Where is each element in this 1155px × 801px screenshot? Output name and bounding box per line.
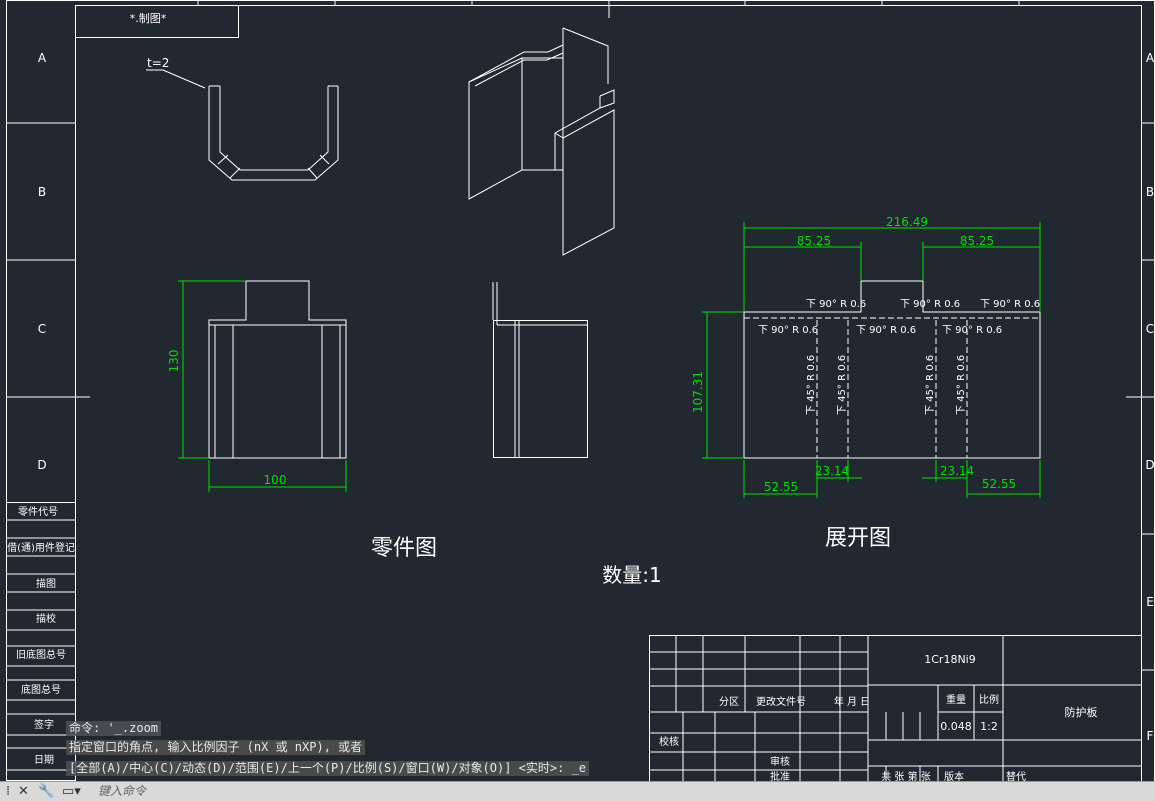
label-old-drawing-no: 旧底图总号	[16, 648, 66, 661]
bend-note-3: 下 90° R 0.6	[980, 299, 1040, 310]
dim-flat-bottom-left: 52.55	[764, 480, 798, 494]
dim-flat-total: 216.49	[886, 215, 928, 229]
col-zone: 分区	[719, 696, 739, 708]
wrench-icon[interactable]: 🔧	[38, 784, 55, 799]
command-input[interactable]: 键入命令	[98, 784, 147, 798]
row-replace: 替代	[1006, 770, 1026, 783]
row-label-b-left: B	[38, 185, 46, 199]
part-view-title: 零件图	[371, 536, 437, 561]
label-date: 日期	[34, 754, 54, 766]
command-history-1: 命令: '_.zoom	[66, 721, 162, 736]
close-icon[interactable]: ✕	[18, 784, 29, 799]
row-label-d-left: D	[37, 458, 46, 472]
bend-note-8: 下 45° R 0.6	[837, 355, 848, 415]
bend-note-7: 下 45° R 0.6	[806, 355, 817, 415]
frame-border	[75, 5, 1142, 782]
command-line-bar: ⁞ ✕ 🔧 ▭▾ 键入命令	[0, 781, 1155, 801]
row-review: 审核	[770, 755, 790, 768]
isometric-view	[468, 27, 615, 256]
dim-flat-left-top: 85.25	[797, 234, 831, 248]
header-block	[75, 5, 239, 38]
section-view	[146, 69, 339, 181]
bend-note-6: 下 90° R 0.6	[942, 325, 1002, 336]
weight-value: 0.048	[940, 720, 972, 733]
quantity-note: 数量:1	[602, 563, 661, 587]
row-label-d-right: D	[1145, 458, 1154, 472]
label-part-code: 零件代号	[18, 506, 58, 518]
grip-icon[interactable]: ⁞	[6, 784, 11, 799]
bend-note-1: 下 90° R 0.6	[806, 299, 866, 310]
part-name-text: 防护板	[1065, 705, 1098, 719]
bend-note-4: 下 90° R 0.6	[758, 325, 818, 336]
label-ref-registration: 借(通)用件登记	[7, 541, 75, 554]
row-label-a-right: A	[1146, 51, 1155, 65]
flat-view-title: 展开图	[825, 526, 891, 551]
header-text: *.制图*	[130, 12, 167, 25]
row-check: 校核	[659, 735, 679, 748]
thickness-note: t=2	[147, 56, 169, 70]
dim-flat-bottom-mid-left: 23.14	[815, 464, 849, 478]
bend-note-9: 下 45° R 0.6	[925, 355, 936, 415]
row-label-e-right: E	[1146, 595, 1154, 609]
row-approve: 批准	[770, 770, 790, 783]
row-revision: 版本	[944, 770, 964, 783]
weight-label: 重量	[946, 693, 966, 706]
label-trace-check: 描校	[36, 612, 56, 625]
row-label-c-right: C	[1146, 322, 1154, 336]
label-base-drawing-no: 底图总号	[21, 683, 61, 696]
dim-part-height: 130	[167, 350, 181, 373]
col-date: 年 月 日	[834, 695, 870, 708]
front-view	[208, 280, 347, 459]
side-view	[492, 282, 588, 458]
label-sign: 签字	[34, 718, 54, 731]
bend-lines	[744, 317, 1040, 458]
dimension-lines	[178, 222, 1041, 498]
dim-flat-height: 107.31	[691, 371, 705, 413]
row-misc: 共 张 第 张	[881, 770, 931, 783]
row-label-b-right: B	[1146, 185, 1154, 199]
scale-value: 1:2	[980, 720, 998, 733]
dim-flat-bottom-right: 52.55	[982, 477, 1016, 491]
bend-note-10: 下 45° R 0.6	[956, 355, 967, 415]
row-label-a-left: A	[38, 51, 47, 65]
scale-label: 比例	[979, 693, 999, 706]
material-text: 1Cr18Ni9	[924, 653, 975, 666]
command-history-2: 指定窗口的角点, 输入比例因子 (nX 或 nXP), 或者	[66, 740, 366, 755]
dim-part-width: 100	[264, 473, 287, 487]
bend-note-2: 下 90° R 0.6	[900, 299, 960, 310]
command-history-3: [全部(A)/中心(C)/动态(D)/范围(E)/上一个(P)/比例(S)/窗口…	[66, 761, 589, 776]
dim-flat-right-top: 85.25	[960, 234, 994, 248]
prompt-icon[interactable]: ▭▾	[62, 784, 81, 799]
bend-note-5: 下 90° R 0.6	[856, 325, 916, 336]
row-label-f-right: F	[1147, 729, 1154, 743]
col-change-doc: 更改文件号	[756, 695, 806, 708]
label-drawing: 描图	[36, 577, 56, 590]
dim-flat-bottom-mid-right: 23.14	[940, 464, 974, 478]
row-label-c-left: C	[38, 322, 46, 336]
